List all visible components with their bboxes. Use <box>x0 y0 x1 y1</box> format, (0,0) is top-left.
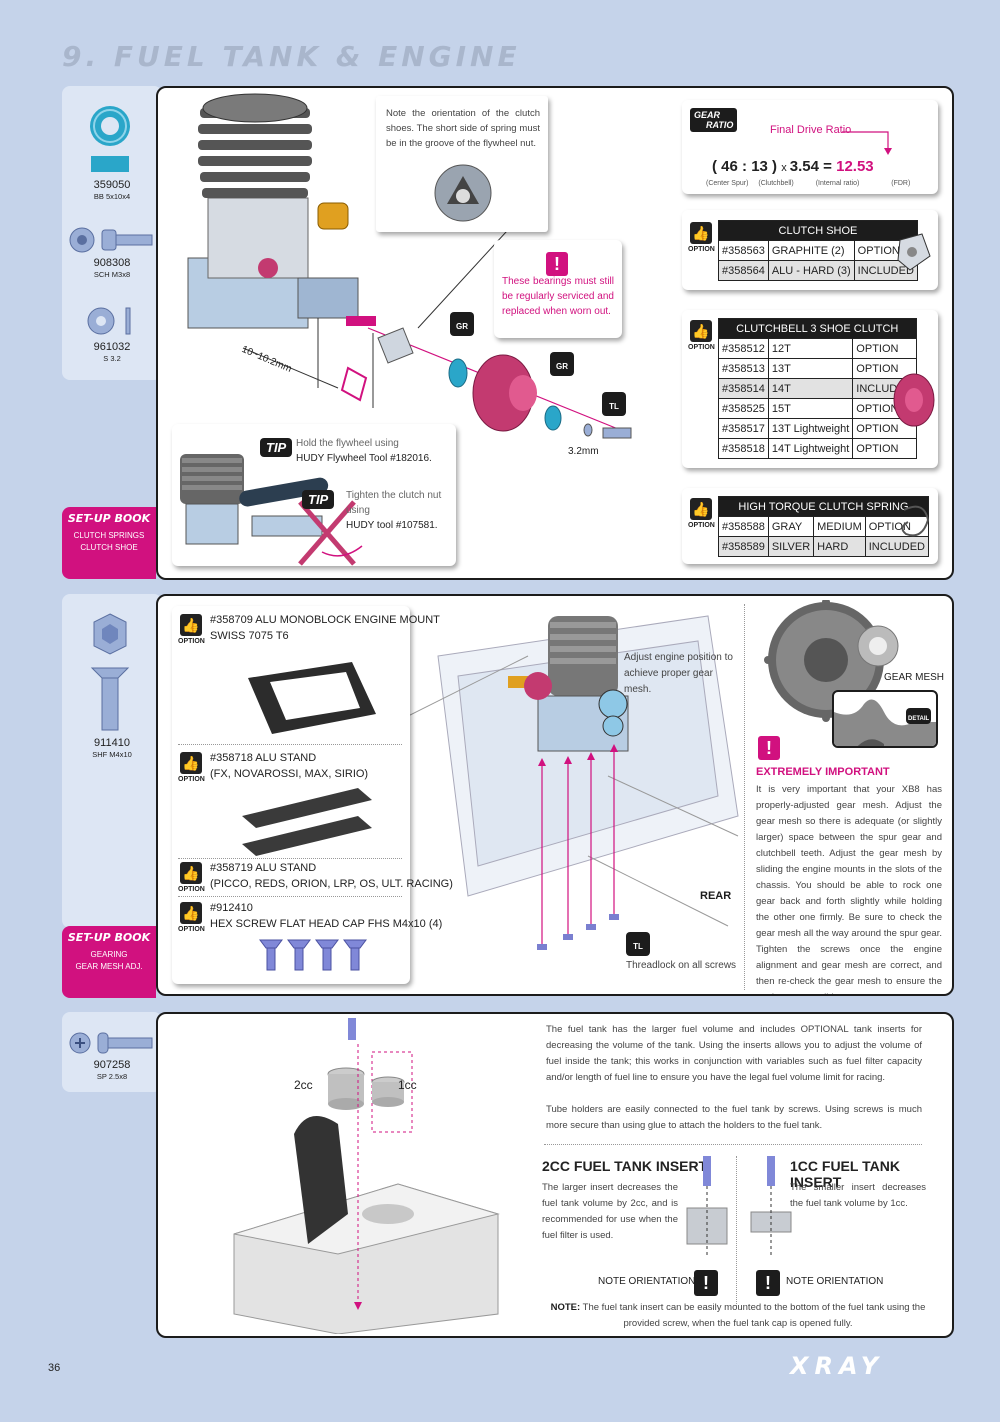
gr-badge-2: GR <box>550 352 574 376</box>
warning-icon: ! <box>546 252 568 276</box>
important-text: It is very important that your XB8 has p… <box>756 784 942 994</box>
thumbs-up-icon: 👍 <box>180 752 202 774</box>
option-alu-stand-1: #358718 ALU STAND(FX, NOVAROSSI, MAX, SI… <box>210 752 369 780</box>
gr-badge-1: GR <box>450 312 474 336</box>
threadlock-note: Threadlock on all screws <box>626 960 737 971</box>
self-tapping-screw-icon <box>69 1032 153 1054</box>
ratio-labels: (Center Spur) (Clutchbell) (Internal rat… <box>706 180 911 187</box>
option-badge: 👍OPTION <box>688 320 715 351</box>
clutch-spring-options-card: 👍OPTION HIGH TORQUE CLUTCH SPRING #35858… <box>682 488 938 564</box>
spring-icon <box>901 505 930 537</box>
thumbs-up-icon: 👍 <box>690 498 712 520</box>
clutch-shoe-detail-icon <box>434 164 492 222</box>
bearing-icon <box>90 106 130 172</box>
insert-1cc-diagram <box>750 1156 792 1258</box>
option-badge: 👍OPTION <box>688 498 715 529</box>
engine-mount-panel: Adjust engine position to achieve proper… <box>156 594 954 996</box>
gap-dimension: 3.2mm <box>568 446 599 457</box>
insert-2cc-title: 2CC FUEL TANK INSERT <box>542 1158 708 1174</box>
clutchbell-options-card: 👍OPTION CLUTCHBELL 3 SHOE CLUTCH #358512… <box>682 310 938 468</box>
flywheel-tool-diagram <box>180 454 363 566</box>
tip-badge-2: TIP <box>302 490 335 509</box>
thumbs-up-icon: 👍 <box>690 320 712 342</box>
tip2-text: Tighten the clutch nut using HUDY tool #… <box>346 490 442 531</box>
cap-screw-icon <box>69 227 153 253</box>
page-number: 36 <box>48 1362 61 1374</box>
warning-icon: ! <box>756 1270 780 1296</box>
option-badge: 👍OPTION <box>178 902 205 933</box>
spur-gear-diagram <box>764 600 899 722</box>
tip1-text: Hold the flywheel using HUDY Flywheel To… <box>296 438 432 464</box>
fuel-tank-intro: The fuel tank has the larger fuel volume… <box>546 1024 922 1083</box>
important-title: EXTREMELY IMPORTANT <box>756 766 890 778</box>
option-badge: 👍OPTION <box>178 614 205 645</box>
note-orientation-2cc: NOTE ORIENTATION <box>598 1276 696 1287</box>
insert-2cc-diagram <box>686 1156 728 1258</box>
detail-badge: DETAIL <box>906 708 932 724</box>
thumbs-up-icon: 👍 <box>180 614 202 636</box>
tube-holder-note: Tube holders are easily connected to the… <box>546 1104 922 1131</box>
warning-icon: ! <box>694 1270 718 1296</box>
fuel-insert-note: NOTE: The fuel tank insert can be easily… <box>550 1302 926 1329</box>
engine-mount-icon <box>248 662 376 734</box>
fuel-tank-diagram <box>233 1018 500 1334</box>
engine-mount-options-card: 👍OPTION #358709 ALU MONOBLOCK ENGINE MOU… <box>172 606 453 984</box>
clutchbell-icon <box>893 373 935 427</box>
page-title: 9. FUEL TANK & ENGINE <box>62 40 521 73</box>
flat-head-screw-icon <box>90 613 130 731</box>
alu-stand-icon <box>242 788 372 856</box>
note-orientation-1cc: NOTE ORIENTATION <box>786 1276 884 1287</box>
washer-icon <box>87 307 131 335</box>
hex-screws-icon <box>259 939 367 971</box>
thumbs-up-icon: 👍 <box>180 862 202 884</box>
rear-label: REAR <box>700 890 732 902</box>
warning-icon: ! <box>758 736 780 760</box>
setup-book-tab-2[interactable]: SET-UP BOOK GEARING GEAR MESH ADJ. <box>62 926 156 998</box>
clutch-shoe-icon <box>897 233 931 271</box>
thumbs-up-icon: 👍 <box>180 902 202 924</box>
fdr-arrow-icon <box>842 131 892 155</box>
gear-mesh-label: GEAR MESH <box>884 672 945 683</box>
adjust-engine-note: Adjust engine position to achieve proper… <box>624 652 733 695</box>
insert-1cc-text: The smaller insert decreases the fuel ta… <box>790 1182 926 1209</box>
option-badge: 👍OPTION <box>178 862 205 893</box>
ratio-formula: ( 46 : 13 ) x 3.54 = 12.53 <box>712 158 874 175</box>
thumbs-up-icon: 👍 <box>690 222 712 244</box>
clutch-orientation-note: Note the orientation of the clutch shoes… <box>376 96 548 232</box>
flywheel-tip-card: TIP Hold the flywheel using HUDY Flywhee… <box>172 424 456 566</box>
insert-2cc-text: The larger insert decreases the fuel tan… <box>542 1182 678 1241</box>
label-2cc: 2cc <box>294 1078 313 1092</box>
label-1cc: 1cc <box>398 1078 417 1092</box>
chassis-diagram <box>408 615 739 950</box>
tip-badge-1: TIP <box>260 438 293 457</box>
final-drive-label: Final Drive Ratio <box>770 124 852 136</box>
setup-book-tab-1[interactable]: SET-UP BOOK CLUTCH SPRINGS CLUTCH SHOE <box>62 507 156 579</box>
threadlock-badge: TL <box>602 392 626 416</box>
clutch-assembly-panel: Note the orientation of the clutch shoes… <box>156 86 954 580</box>
option-badge: 👍OPTION <box>688 222 715 253</box>
brand-logo: XRAY <box>790 1352 885 1380</box>
threadlock-badge: TL <box>626 932 650 956</box>
option-badge: 👍OPTION <box>178 752 205 783</box>
fuel-tank-panel: 2cc 1cc The fuel tank has the larger fue… <box>156 1012 954 1338</box>
option-alu-stand-2: #358719 ALU STAND(PICCO, REDS, ORION, LR… <box>210 862 453 890</box>
insert-1cc-title: 1CC FUEL TANK INSERT <box>790 1158 900 1190</box>
gear-mesh-detail-icon <box>834 699 936 746</box>
